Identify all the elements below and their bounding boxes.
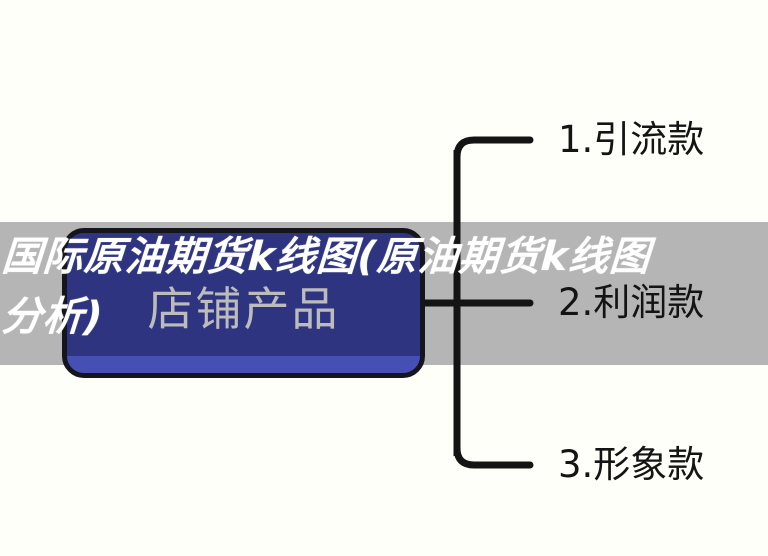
branch-label-2[interactable]: 2.利润款 (558, 281, 705, 324)
root-node-fill (67, 233, 420, 373)
connector-branch-3 (453, 444, 534, 469)
connector-branch-1 (453, 136, 534, 161)
branch-label-3[interactable]: 3.形象款 (558, 443, 705, 486)
branch-label-1[interactable]: 1.引流款 (558, 118, 705, 161)
mindmap-root-node[interactable]: 店铺产品 (62, 228, 425, 378)
root-node-label: 店铺产品 (147, 282, 340, 336)
